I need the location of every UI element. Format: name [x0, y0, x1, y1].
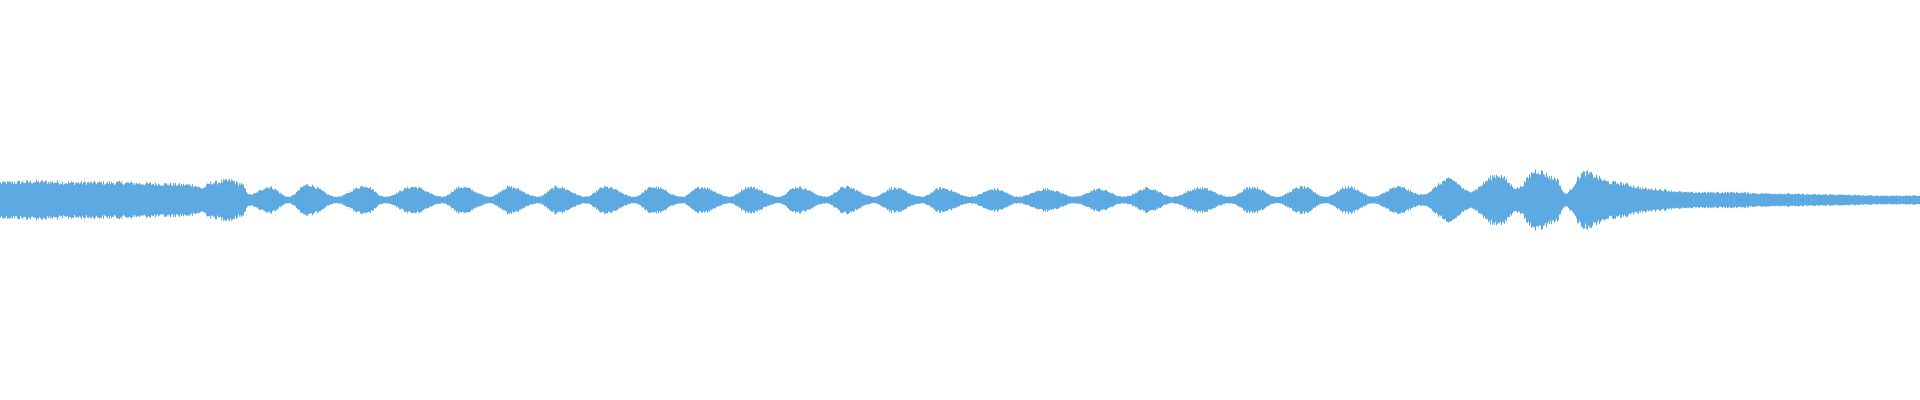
waveform-bars [0, 169, 1920, 231]
